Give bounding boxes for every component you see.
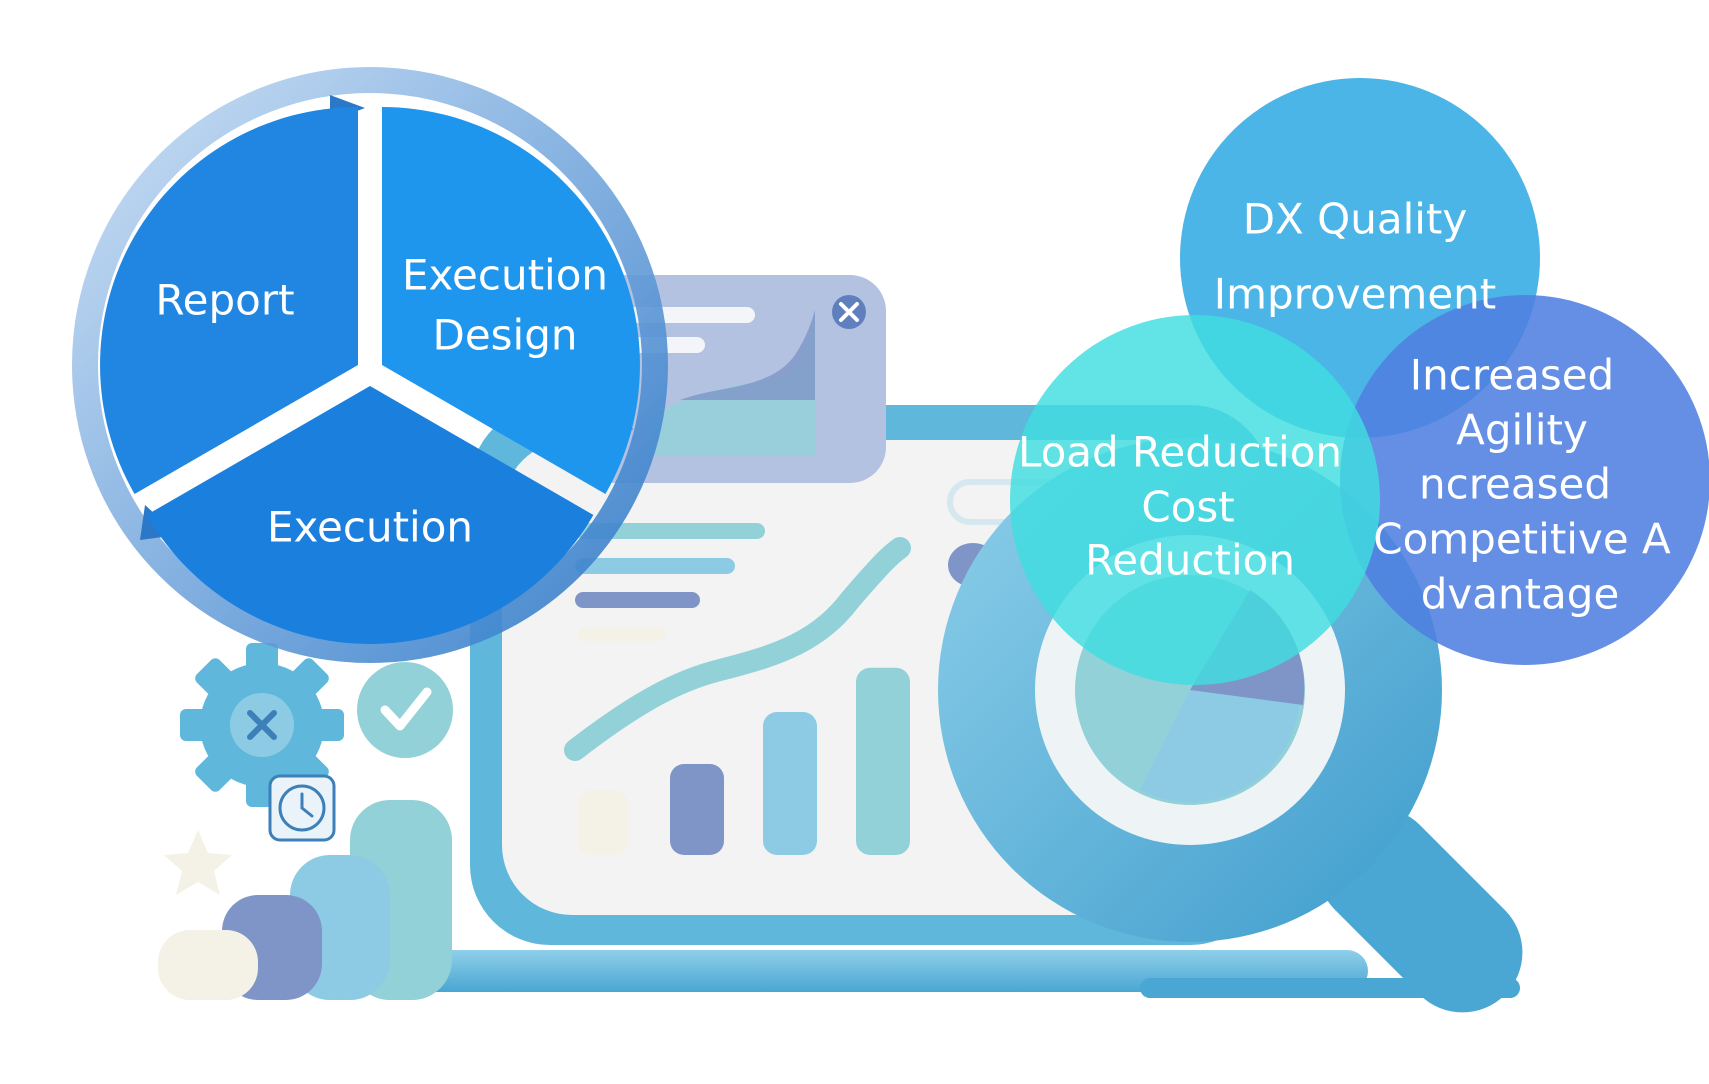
cycle-label-execution-design-line1: Execution [402,251,608,300]
cycle-label-report: Report [155,276,294,325]
cycle-diagram: Report Execution Design Execution [72,67,668,663]
bubble-agility-label-line1: Increased [1410,351,1614,400]
cycle-outer-ring [72,67,668,663]
bubble-load-reduction [1010,315,1380,685]
clock-icon [268,774,336,842]
screen-text-line [575,523,765,539]
screen-trend-line [564,537,911,761]
screen-text-line [575,558,735,574]
cycle-label-execution: Execution [267,503,473,552]
bubble-agility-label-line3: ncreased [1419,460,1611,509]
cycle-segment-execution-design [382,107,640,494]
screen-bar [670,764,724,855]
cycle-label-execution-design-line2: Design [432,311,577,360]
bubble-dx-label-line2: Improvement [1214,270,1497,319]
bubble-load-label-line3: Reduction [1085,536,1295,585]
venn-bubbles: DX Quality Improvement Load Reduction Co… [1010,78,1709,685]
popup-area-chart-dark [680,310,815,400]
bubble-agility-label-line5: dvantage [1421,570,1620,619]
bubble-load-label-line2: Cost [1141,483,1234,532]
close-icon-mark [839,302,859,322]
laptop-base [358,950,1368,992]
screen-bar-chart [670,667,910,855]
cycle-segment-execution [146,386,594,644]
screen-bar [763,712,817,855]
screen-cream-block [578,790,628,855]
stair-blocks [158,800,452,1000]
cycle-segment-report [100,107,358,494]
star-icon [164,830,232,895]
bubble-agility-label-line4: Competitive A [1373,515,1671,564]
bubble-increased-agility [1340,295,1709,665]
check-icon [357,662,453,758]
screen-text-line [575,592,700,608]
bubble-load-label-line1: Load Reduction [1018,428,1342,477]
bubble-agility-label-line2: Agility [1456,406,1588,455]
screen-bar [856,667,910,855]
pie-slice [1140,690,1300,803]
bubble-dx-label-line1: DX Quality [1243,195,1468,244]
screen-text-line [578,627,666,641]
popup-area-chart [650,310,815,455]
